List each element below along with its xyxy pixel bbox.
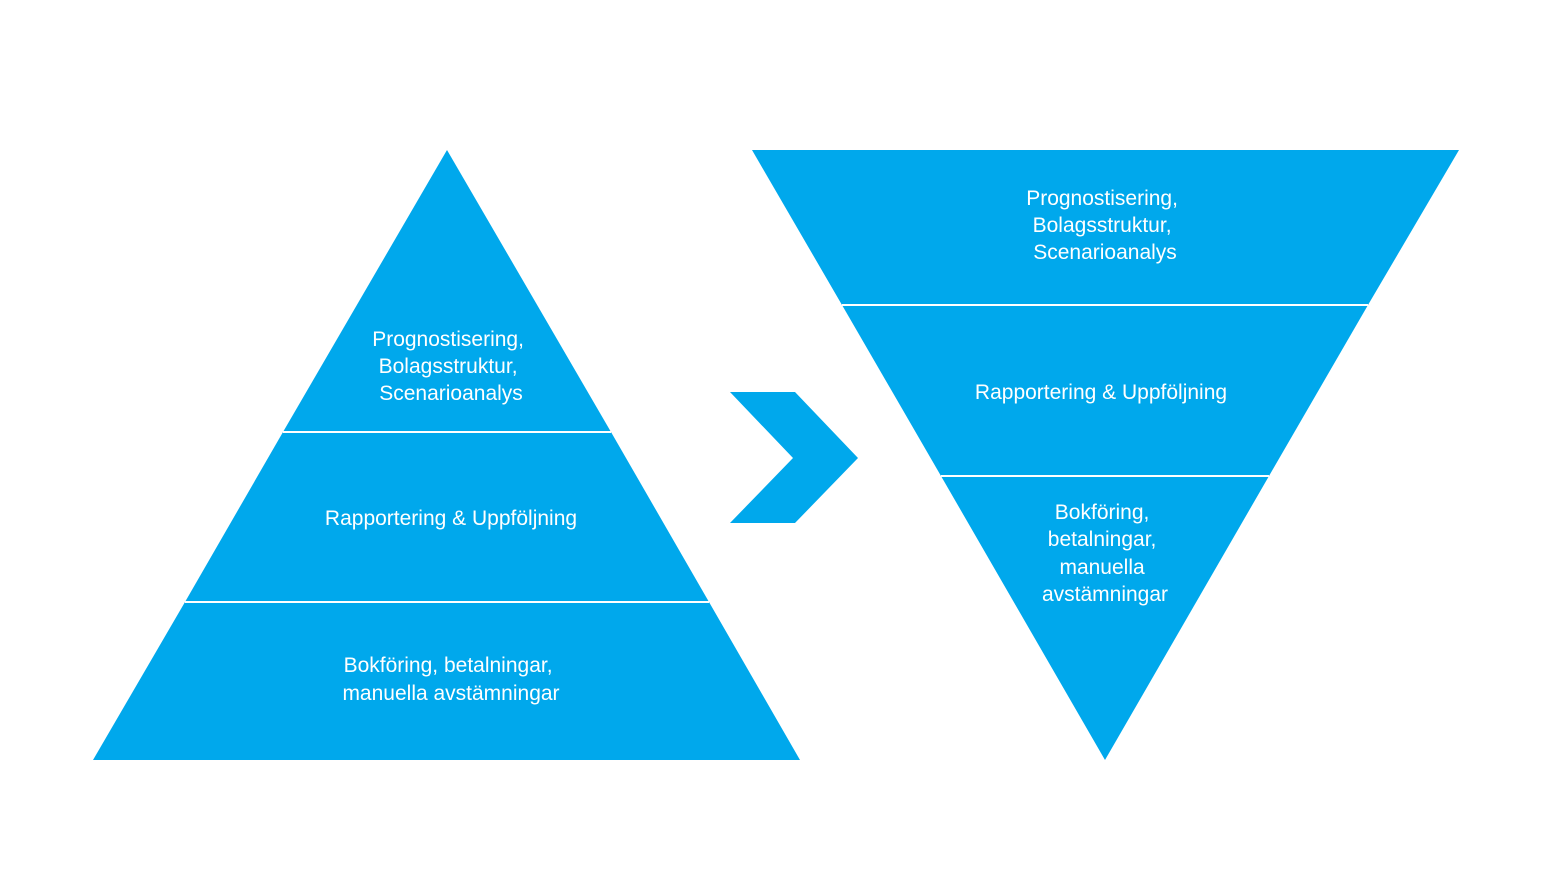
right-bottom-line-4: avstämningar xyxy=(1042,583,1168,606)
right-pyramid-bottom-segment xyxy=(941,476,1269,760)
chevron-right-icon xyxy=(730,392,858,523)
left-top-line-3: Scenarioanalys xyxy=(379,382,523,405)
right-pyramid-middle-label: Rapportering & Uppföljning xyxy=(975,381,1227,404)
left-pyramid-middle-segment xyxy=(185,432,709,602)
left-top-line-1: Prognostisering, xyxy=(372,328,524,351)
left-middle-line-1: Rapportering & Uppföljning xyxy=(325,507,577,530)
left-pyramid-bottom-label: Bokföring, betalningar, manuella avstämn… xyxy=(342,654,559,705)
right-bottom-line-3: manuella xyxy=(1059,556,1145,579)
left-top-line-2: Bolagsstruktur, xyxy=(379,355,518,378)
right-pyramid-middle-segment xyxy=(842,305,1368,476)
right-pyramid: Prognostisering, Bolagsstruktur, Scenari… xyxy=(752,150,1459,760)
left-pyramid-bottom-segment xyxy=(93,602,800,760)
right-pyramid-top-segment xyxy=(752,150,1459,305)
left-pyramid-middle-label: Rapportering & Uppföljning xyxy=(325,507,577,530)
right-bottom-line-2: betalningar, xyxy=(1048,528,1157,551)
left-bottom-line-2: manuella avstämningar xyxy=(342,682,559,705)
right-top-line-1: Prognostisering, xyxy=(1026,187,1178,210)
right-middle-line-1: Rapportering & Uppföljning xyxy=(975,381,1227,404)
right-top-line-3: Scenarioanalys xyxy=(1033,241,1177,264)
right-pyramid-bottom-label: Bokföring, betalningar, manuella avstämn… xyxy=(1042,501,1168,606)
left-bottom-line-1: Bokföring, betalningar, xyxy=(344,654,553,677)
left-pyramid-top-label: Prognostisering, Bolagsstruktur, Scenari… xyxy=(372,328,530,405)
left-pyramid: Prognostisering, Bolagsstruktur, Scenari… xyxy=(93,150,800,760)
right-bottom-line-1: Bokföring, xyxy=(1055,501,1150,524)
right-pyramid-top-label: Prognostisering, Bolagsstruktur, Scenari… xyxy=(1026,187,1184,264)
left-pyramid-top-segment xyxy=(283,150,611,432)
right-top-line-2: Bolagsstruktur, xyxy=(1033,214,1172,237)
